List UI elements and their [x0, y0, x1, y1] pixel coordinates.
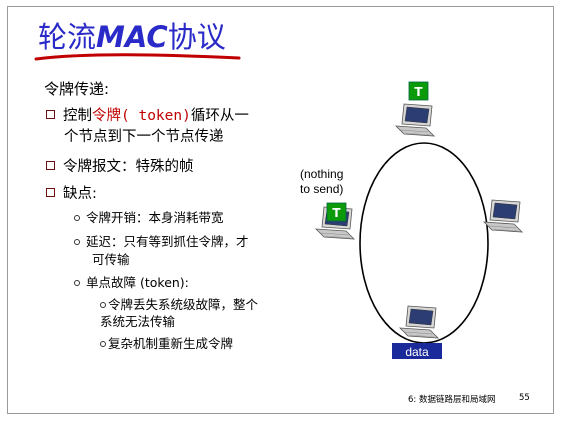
computer-top-icon — [395, 103, 435, 137]
title-underline — [34, 53, 241, 61]
nothing-to-send-label: (nothing to send) — [300, 167, 344, 196]
subsub-token-loss-line2: 系统无法传输 — [100, 314, 176, 329]
data-badge: data — [392, 343, 442, 359]
token-badge-left: T — [326, 202, 347, 222]
slide-title: 轮流MAC协议 — [38, 20, 226, 54]
heading-token-passing: 令牌传递: — [44, 80, 110, 98]
bullet-control: 控制令牌( token)循环从一 — [46, 104, 249, 125]
ring-bullet-icon — [100, 302, 106, 308]
square-bullet-icon — [46, 161, 55, 170]
sub-latency: 延迟：只有等到抓住令牌，才 — [74, 231, 249, 250]
square-bullet-icon — [46, 188, 55, 197]
sub-token-overhead: 令牌开销：本身消耗带宽 — [74, 207, 224, 226]
ring-bullet-icon — [100, 341, 106, 347]
ring-bullet-icon — [74, 239, 80, 245]
svg-text:T: T — [332, 206, 341, 220]
ring-bullet-icon — [74, 280, 80, 286]
subsub-token-loss: 令牌丢失系统级故障，整个 — [100, 294, 258, 313]
token-badge-top: T — [408, 81, 429, 101]
subsub-regenerate: 复杂机制重新生成令牌 — [100, 333, 233, 352]
page-number: 55 — [519, 393, 530, 403]
slide — [7, 6, 554, 414]
sub-single-point-failure: 单点故障 (token): — [74, 272, 189, 291]
svg-text:T: T — [414, 85, 423, 99]
footer-chapter: 6: 数据链路层和局域网 — [408, 395, 496, 405]
sub-latency-line2: 可传输 — [92, 252, 130, 267]
bullet-token-frame: 令牌报文：特殊的帧 — [46, 155, 194, 176]
square-bullet-icon — [46, 110, 55, 119]
bullet-control-line2: 个节点到下一个节点传递 — [64, 129, 224, 145]
svg-text:data: data — [405, 345, 429, 359]
computer-bottom-icon — [399, 305, 439, 339]
bullet-drawbacks: 缺点: — [46, 182, 97, 203]
ring-bullet-icon — [74, 215, 80, 221]
computer-right-icon — [483, 199, 523, 233]
